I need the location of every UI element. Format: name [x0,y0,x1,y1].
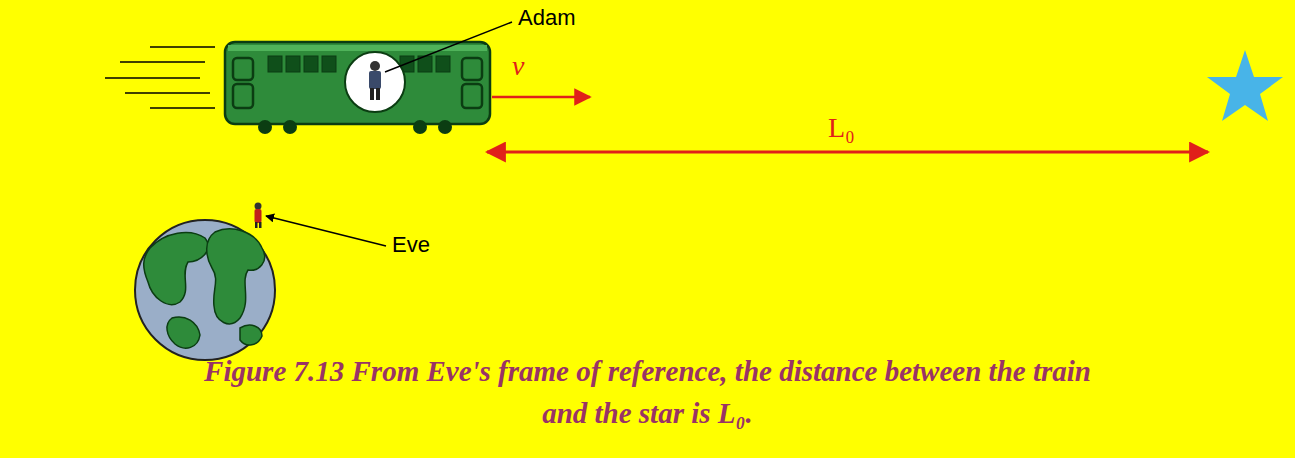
callout-label: Eve [392,232,430,258]
leader-line [266,216,386,246]
train [225,42,490,134]
speed-lines [105,47,215,108]
velocity-arrow [492,96,590,99]
eve-figure [255,203,262,229]
figure-caption: Figure 7.13 From Eve's frame of referenc… [190,350,1105,434]
callout-label: Adam [518,5,575,31]
distance-label: L₀ [828,112,855,144]
velocity-label: v [512,50,524,82]
leader-line [385,22,512,72]
star [1207,50,1283,121]
earth [135,220,275,360]
adam-figure [369,61,381,100]
distance-arrow [487,151,1208,154]
